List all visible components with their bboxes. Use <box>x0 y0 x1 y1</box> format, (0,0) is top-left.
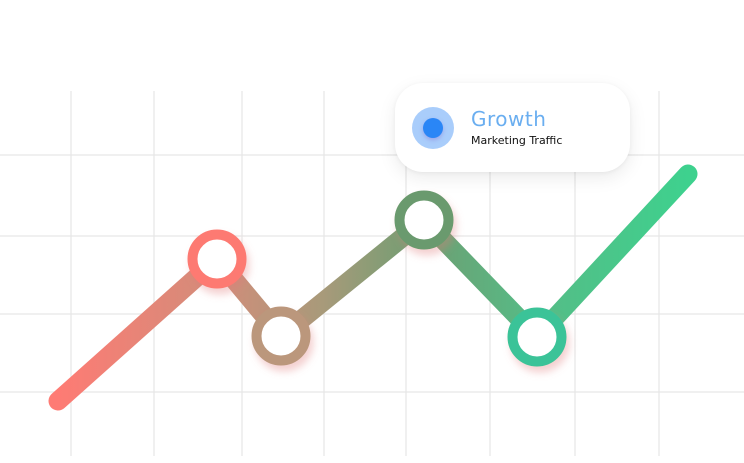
data-markers <box>187 190 567 367</box>
data-point-marker <box>394 190 454 250</box>
growth-line <box>48 164 698 411</box>
legend-subtitle: Marketing Traffic <box>471 134 563 147</box>
legend-title: Growth <box>471 107 547 131</box>
data-point-marker <box>251 306 311 366</box>
legend-card: Growth Marketing Traffic <box>395 83 630 172</box>
legend-dot-icon <box>412 107 454 149</box>
data-point-marker <box>507 307 567 367</box>
legend-dot-inner <box>423 118 443 138</box>
data-point-marker <box>187 229 247 289</box>
